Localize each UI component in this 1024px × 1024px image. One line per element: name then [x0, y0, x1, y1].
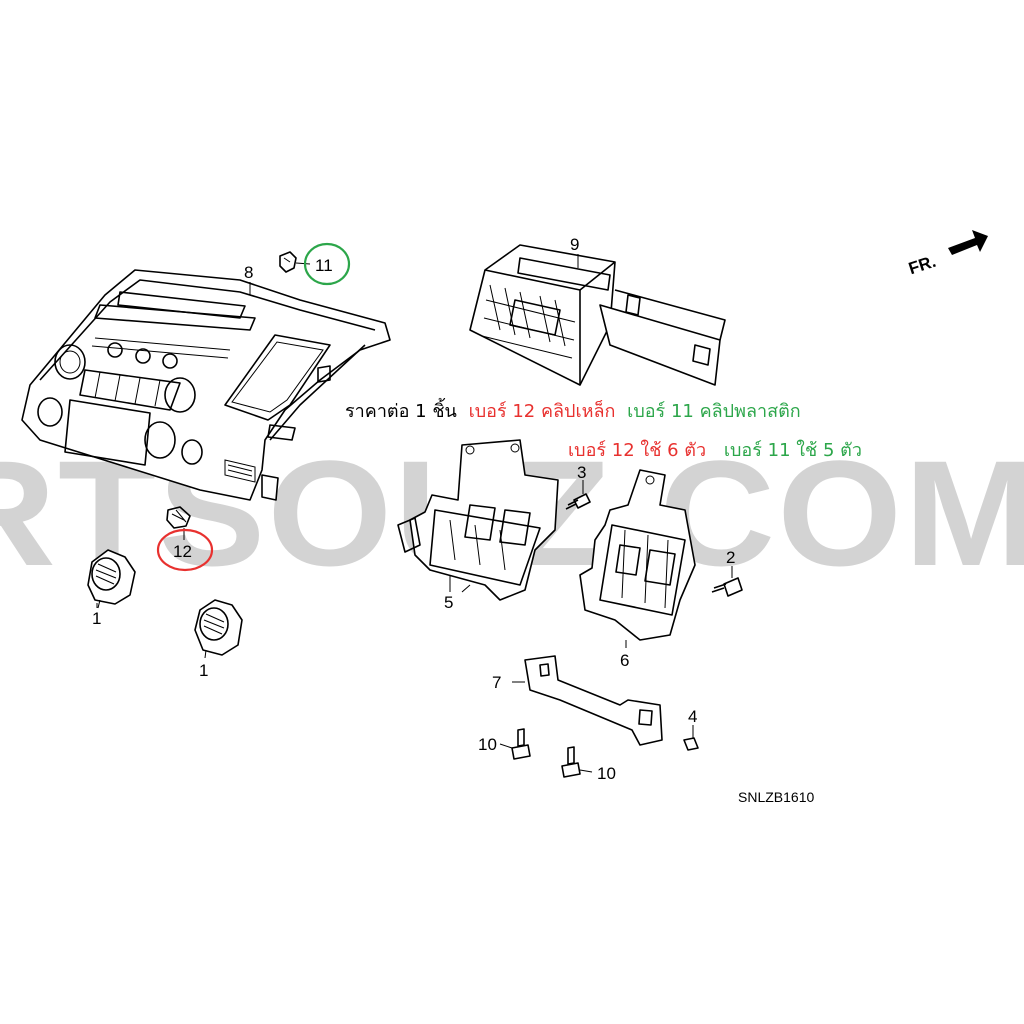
- callout-8: 8: [244, 263, 253, 282]
- price-note: ราคาต่อ 1 ชิ้น เบอร์ 12 คลิปเหล็ก เบอร์ …: [345, 398, 862, 461]
- part-4-clip: [683, 725, 699, 751]
- part-6-bracket-right: [579, 469, 696, 648]
- callout-4: 4: [688, 707, 697, 726]
- callout-2: 2: [726, 548, 735, 567]
- part-11-plastic-clip: [279, 251, 311, 273]
- callout-7: 7: [492, 673, 501, 692]
- part-1-knob-a: [87, 549, 136, 609]
- price-note-prefix: ราคาต่อ 1 ชิ้น: [345, 398, 457, 422]
- front-direction-indicator: FR.: [906, 230, 988, 278]
- part-10-bolt-b: [561, 746, 593, 778]
- callout-9: 9: [570, 235, 579, 254]
- callout-6: 6: [620, 651, 629, 670]
- part-1-knob-b: [194, 599, 243, 659]
- part-5-bracket-left: [397, 439, 559, 601]
- part-8-audio-panel: [21, 269, 391, 501]
- callout-1-b: 1: [199, 661, 208, 680]
- part-9-audio-unit: [469, 244, 726, 386]
- part-10-bolt-a: [499, 728, 531, 760]
- callout-5: 5: [444, 593, 453, 612]
- price-note-line-2: เบอร์ 12 ใช้ 6 ตัว เบอร์ 11 ใช้ 5 ตัว: [568, 439, 862, 461]
- leader-lines: [96, 282, 451, 608]
- callout-11: 11: [315, 256, 333, 275]
- part-3-screw: [565, 480, 591, 510]
- price-note-part-11: เบอร์ 11 คลิปพลาสติก: [627, 401, 800, 422]
- quantity-note-part-12: เบอร์ 12 ใช้ 6 ตัว: [568, 439, 706, 461]
- callout-10-a: 10: [478, 735, 497, 754]
- price-note-part-12: เบอร์ 12 คลิปเหล็ก: [469, 399, 616, 422]
- part-2-screw: [711, 566, 743, 597]
- part-7-bar-bracket: [512, 655, 663, 746]
- direction-label: FR.: [906, 252, 938, 279]
- front-arrow-icon: [948, 230, 988, 255]
- quantity-note-part-11: เบอร์ 11 ใช้ 5 ตัว: [724, 439, 862, 461]
- callout-1-a: 1: [92, 609, 101, 628]
- callout-10-b: 10: [597, 764, 616, 783]
- highlight-circle-11: [303, 242, 351, 286]
- callout-3: 3: [577, 463, 586, 482]
- highlight-circle-12: [156, 528, 214, 572]
- price-note-line-1: ราคาต่อ 1 ชิ้น เบอร์ 12 คลิปเหล็ก เบอร์ …: [345, 398, 801, 422]
- callout-12: 12: [173, 542, 192, 561]
- diagram-code: SNLZB1610: [738, 789, 814, 805]
